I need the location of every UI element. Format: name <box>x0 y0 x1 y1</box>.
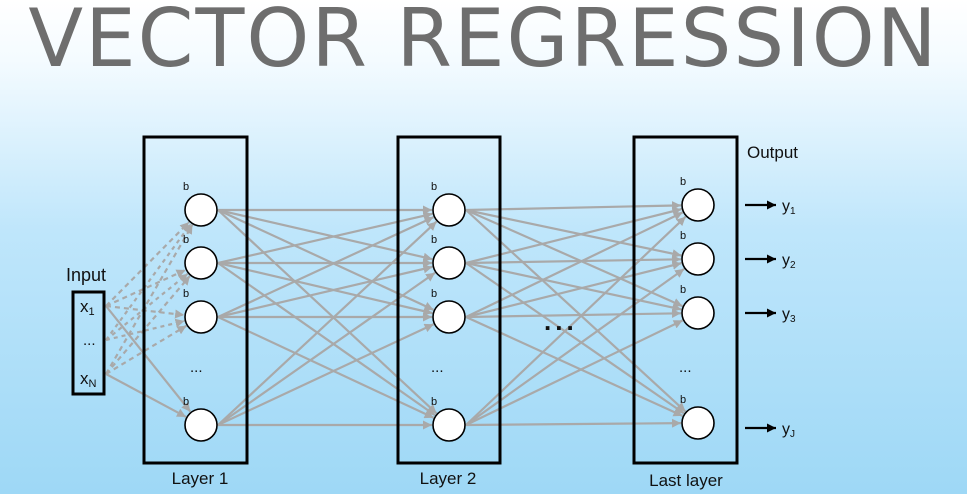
last-layer-label: Last layer <box>649 471 723 490</box>
hidden-edge <box>217 261 433 316</box>
hidden-edge <box>465 261 682 312</box>
bias-label: b <box>431 396 437 408</box>
output-label-y: yJ <box>782 421 795 440</box>
bias-label: b <box>183 288 189 300</box>
bias-label: b <box>680 284 686 296</box>
hidden-edge <box>465 208 683 308</box>
input-edge <box>105 305 192 413</box>
bias-label: b <box>431 181 437 193</box>
bias-label: b <box>183 234 189 246</box>
layer-2-box <box>396 135 502 465</box>
bias-label: b <box>183 181 189 193</box>
output-items: y1 y2 y3 yJ <box>745 198 796 440</box>
layer-2-ellipsis: ... <box>431 359 444 376</box>
layer-2-label: Layer 2 <box>420 469 477 488</box>
hidden-edge <box>465 418 682 428</box>
hidden-edge <box>217 209 435 311</box>
bias-label: b <box>431 288 437 300</box>
last-layer-box <box>632 135 739 465</box>
bias-label: b <box>183 396 189 408</box>
input-box <box>71 290 106 396</box>
hidden-edge <box>465 208 682 259</box>
input-edge <box>105 224 194 375</box>
layer-1-ellipsis: ... <box>190 359 203 376</box>
output-label-y: y3 <box>782 306 796 325</box>
layer-1-neuron <box>184 246 218 280</box>
hidden-edge <box>217 208 433 262</box>
last-layer-ellipsis: ... <box>679 359 692 376</box>
hidden-edge <box>217 209 438 415</box>
input-ellipsis: ... <box>83 332 96 349</box>
neuron-nodes: b b b b b b b b b b b b <box>183 176 715 442</box>
hidden-edge <box>465 260 682 319</box>
input-edge <box>105 221 190 307</box>
layer-2-neuron <box>432 193 466 227</box>
hidden-edge <box>217 220 438 426</box>
input-edge <box>105 275 191 375</box>
hidden-edge <box>465 315 683 417</box>
output-label-y: y1 <box>782 198 796 217</box>
input-x1: x1 <box>80 297 95 318</box>
input-xn: xN <box>80 369 97 390</box>
last-layer-neuron <box>681 296 715 330</box>
layer-2-neuron <box>432 408 466 442</box>
output-label-y: y2 <box>782 252 796 271</box>
hidden-edge <box>465 319 684 426</box>
last-layer-neuron <box>681 406 715 440</box>
input-edge <box>105 324 187 375</box>
layer-2-neuron <box>432 246 466 280</box>
bias-label: b <box>680 230 686 242</box>
hidden-edge <box>465 209 687 413</box>
layer-2-neuron <box>432 300 466 334</box>
input-edge <box>105 269 186 308</box>
hidden-edge <box>465 215 687 426</box>
hidden-layers-ellipsis: ... <box>544 306 578 336</box>
layer-1-neuron <box>184 408 218 442</box>
connection-edges <box>105 201 687 430</box>
page-title: VECTOR REGRESSION <box>28 0 939 85</box>
hidden-edge <box>465 206 682 265</box>
layer-1-neuron <box>184 193 218 227</box>
last-layer-neuron <box>681 242 715 276</box>
hidden-edge <box>217 216 435 318</box>
hidden-edge <box>465 308 682 319</box>
last-layer-neuron <box>681 188 715 222</box>
hidden-edge <box>465 211 684 318</box>
input-edge <box>105 373 187 418</box>
hidden-edge <box>465 262 685 415</box>
output-label: Output <box>747 143 798 162</box>
hidden-edge <box>465 201 682 212</box>
input-label: Input <box>66 265 106 285</box>
bias-label: b <box>680 176 686 188</box>
input-edge <box>105 223 192 341</box>
hidden-edge <box>465 267 685 426</box>
layer-1-neuron <box>184 300 218 334</box>
layer-1-box <box>142 135 249 465</box>
layer-1-label: Layer 1 <box>172 469 229 488</box>
bias-label: b <box>680 394 686 406</box>
hidden-edge <box>465 254 682 265</box>
input-edge <box>105 272 189 341</box>
bias-label: b <box>431 234 437 246</box>
